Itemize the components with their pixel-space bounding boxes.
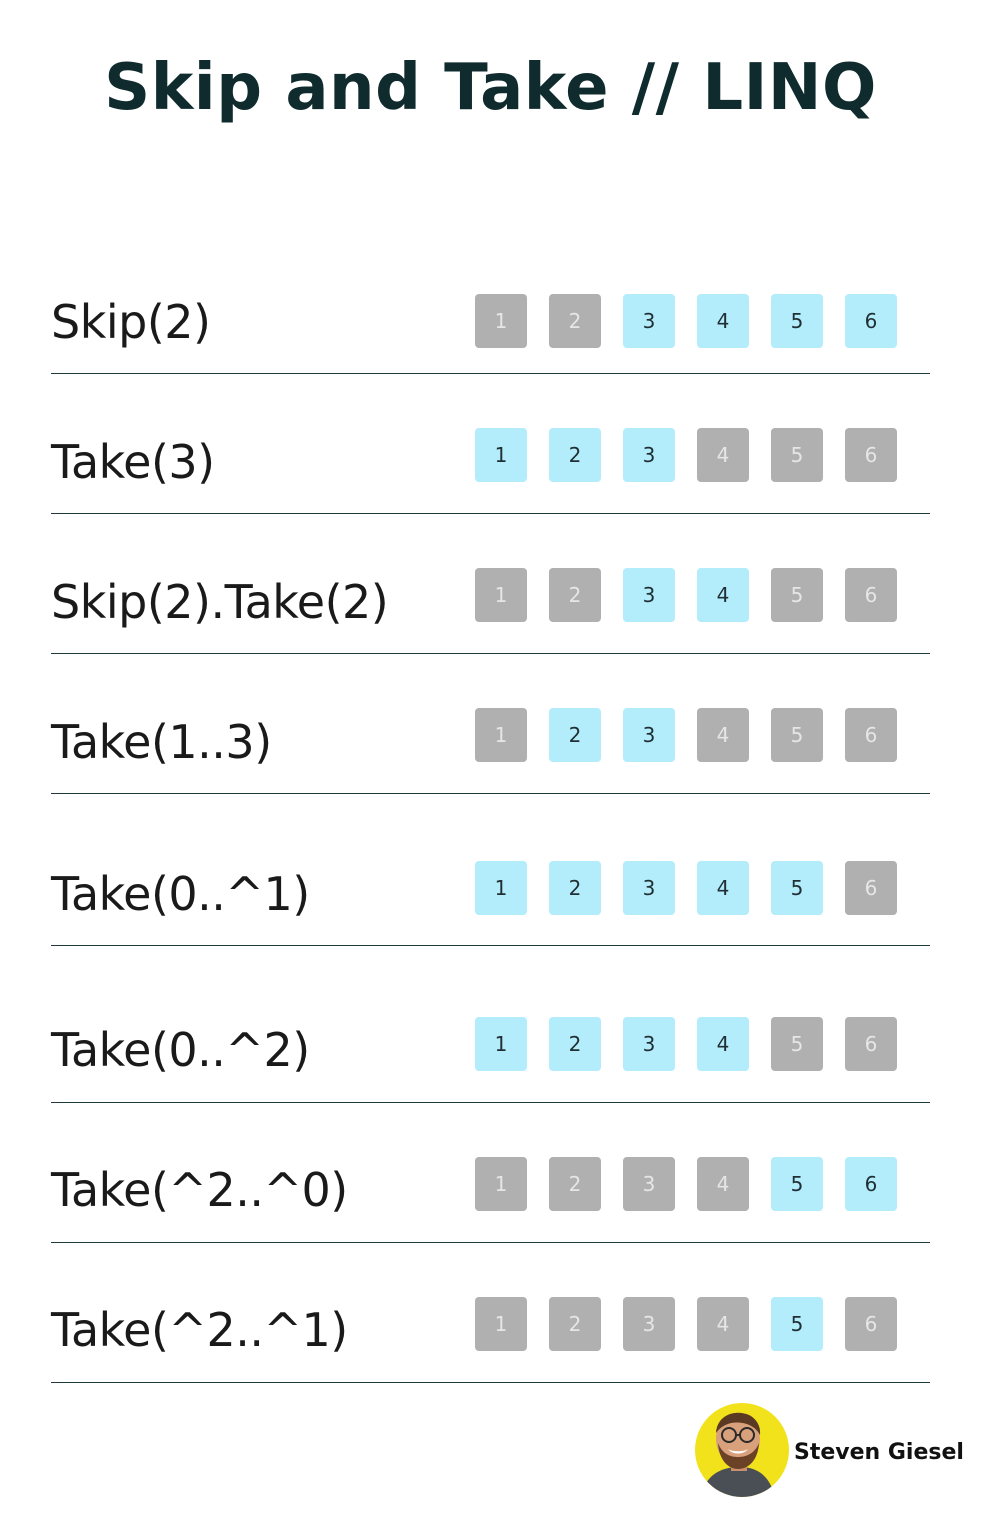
skipped-element-cell: 5 <box>771 568 823 622</box>
selected-element-cell: 5 <box>771 861 823 915</box>
skipped-element-cell: 5 <box>771 708 823 762</box>
selected-element-cell: 1 <box>475 428 527 482</box>
selected-element-cell: 1 <box>475 861 527 915</box>
selected-element-cell: 6 <box>845 1157 897 1211</box>
skipped-element-cell: 4 <box>697 1157 749 1211</box>
skipped-element-cell: 1 <box>475 1157 527 1211</box>
skipped-element-cell: 6 <box>845 861 897 915</box>
selected-element-cell: 3 <box>623 428 675 482</box>
author-badge: Steven Giesel <box>695 1403 964 1499</box>
author-name: Steven Giesel <box>794 1440 964 1465</box>
selected-element-cell: 3 <box>623 861 675 915</box>
skipped-element-cell: 2 <box>549 1297 601 1351</box>
skipped-element-cell: 6 <box>845 1017 897 1071</box>
skipped-element-cell: 6 <box>845 428 897 482</box>
skipped-element-cell: 3 <box>623 1157 675 1211</box>
selected-element-cell: 5 <box>771 1157 823 1211</box>
row-label: Take(^2..^0) <box>51 1163 348 1217</box>
row-label: Take(^2..^1) <box>51 1303 348 1357</box>
skipped-element-cell: 3 <box>623 1297 675 1351</box>
selected-element-cell: 2 <box>549 861 601 915</box>
skipped-element-cell: 6 <box>845 708 897 762</box>
selected-element-cell: 2 <box>549 428 601 482</box>
skipped-element-cell: 5 <box>771 1017 823 1071</box>
row-label: Skip(2) <box>51 295 211 349</box>
selected-element-cell: 4 <box>697 568 749 622</box>
row-label: Take(0..^1) <box>51 867 310 921</box>
avatar <box>695 1403 789 1497</box>
selected-element-cell: 5 <box>771 294 823 348</box>
person-portrait-icon <box>701 1412 775 1497</box>
skipped-element-cell: 2 <box>549 1157 601 1211</box>
skipped-element-cell: 1 <box>475 568 527 622</box>
selected-element-cell: 5 <box>771 1297 823 1351</box>
selected-element-cell: 4 <box>697 861 749 915</box>
skipped-element-cell: 1 <box>475 1297 527 1351</box>
skipped-element-cell: 6 <box>845 568 897 622</box>
skipped-element-cell: 2 <box>549 568 601 622</box>
selected-element-cell: 2 <box>549 1017 601 1071</box>
skipped-element-cell: 5 <box>771 428 823 482</box>
selected-element-cell: 4 <box>697 1017 749 1071</box>
skipped-element-cell: 1 <box>475 294 527 348</box>
selected-element-cell: 3 <box>623 294 675 348</box>
row-label: Skip(2).Take(2) <box>51 575 389 629</box>
page-title: Skip and Take // LINQ <box>104 51 877 125</box>
skipped-element-cell: 1 <box>475 708 527 762</box>
row-label: Take(3) <box>51 435 215 489</box>
skipped-element-cell: 4 <box>697 708 749 762</box>
selected-element-cell: 3 <box>623 708 675 762</box>
skipped-element-cell: 6 <box>845 1297 897 1351</box>
skipped-element-cell: 4 <box>697 428 749 482</box>
selected-element-cell: 2 <box>549 708 601 762</box>
selected-element-cell: 6 <box>845 294 897 348</box>
skipped-element-cell: 4 <box>697 1297 749 1351</box>
selected-element-cell: 1 <box>475 1017 527 1071</box>
selected-element-cell: 3 <box>623 1017 675 1071</box>
row-label: Take(0..^2) <box>51 1023 310 1077</box>
selected-element-cell: 3 <box>623 568 675 622</box>
row-label: Take(1..3) <box>51 715 272 769</box>
skipped-element-cell: 2 <box>549 294 601 348</box>
selected-element-cell: 4 <box>697 294 749 348</box>
